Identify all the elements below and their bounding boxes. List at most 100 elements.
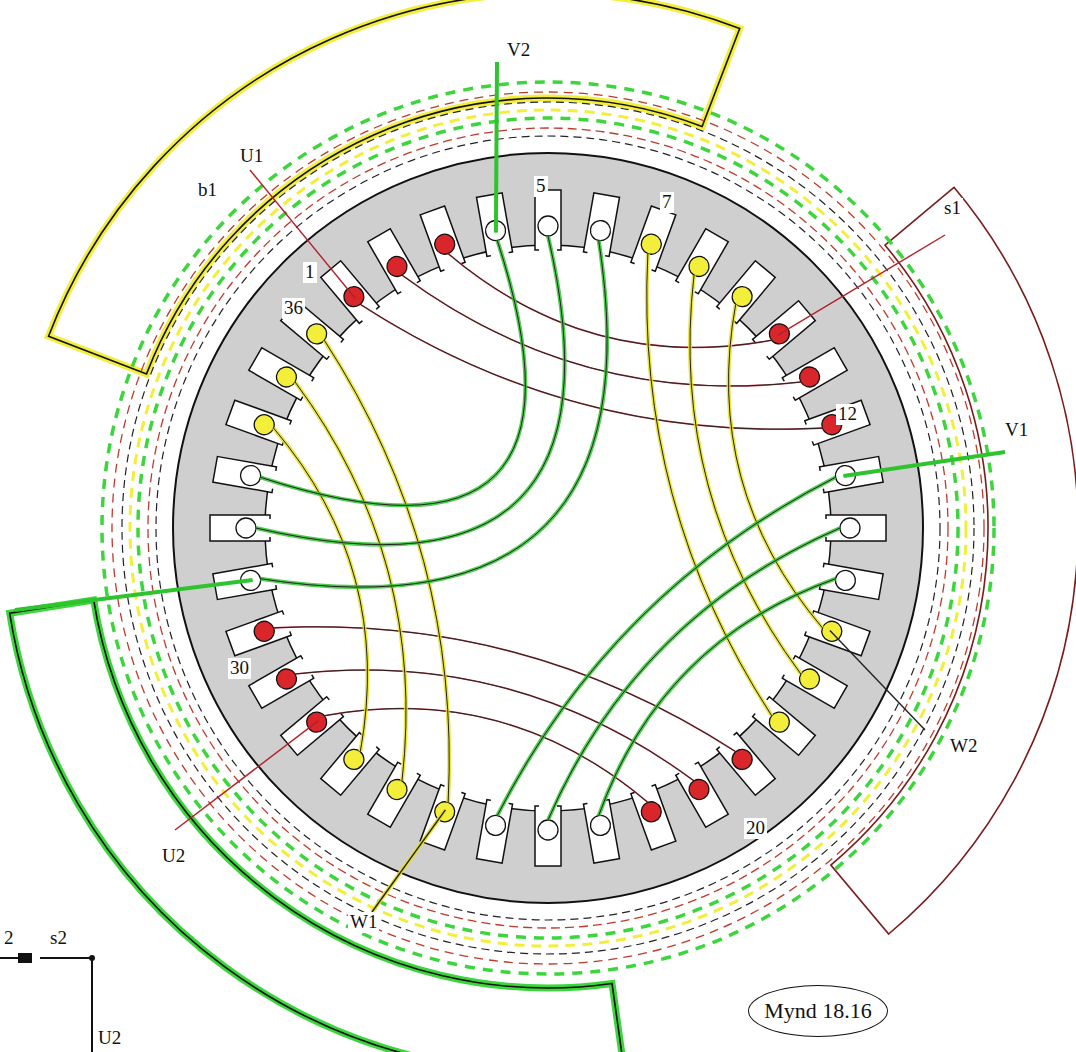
conductor [236, 518, 256, 538]
stator-slot [213, 457, 279, 493]
coil-side [295, 382, 406, 781]
terminal-lead [175, 721, 318, 830]
conductor [273, 665, 300, 692]
terminal-lead-highlight [496, 62, 497, 233]
slot-outline [717, 261, 775, 324]
conductor [538, 820, 558, 840]
schematic-wire [0, 958, 92, 1052]
stator-slot [781, 348, 848, 402]
end-winding-dashed [138, 118, 958, 938]
slot-outline [420, 785, 465, 850]
end-winding-dashed [130, 110, 966, 946]
terminal-lead-highlight [372, 810, 445, 912]
conductor [589, 814, 612, 837]
coil-wire [295, 670, 694, 781]
slot-opening [442, 256, 462, 272]
terminal-label: 1 [303, 262, 317, 283]
stator-slot [368, 761, 422, 828]
slot-opening [678, 276, 699, 294]
stator-slot [226, 610, 293, 656]
stator-slot [751, 695, 815, 755]
conductor [728, 283, 756, 311]
coil-side [599, 579, 836, 816]
conductor [239, 464, 262, 487]
slot-opening [276, 614, 292, 634]
stator-slot [249, 655, 316, 709]
terminal-lead-highlight [843, 452, 1005, 476]
slot-outline [676, 762, 729, 827]
conductor [796, 363, 823, 390]
stator-slot [803, 400, 870, 446]
stator-slot [535, 804, 561, 866]
slot-outline [368, 229, 421, 294]
terminal-label: W2 [948, 736, 979, 757]
conductor [251, 412, 277, 438]
stator-slot [675, 229, 729, 296]
stator-slot [824, 515, 886, 541]
conductor [251, 618, 277, 644]
coil-wire [360, 304, 822, 429]
schematic-dot [89, 955, 95, 961]
coil-side [256, 236, 565, 545]
slot-opening [634, 784, 654, 800]
terminal-label: 5 [534, 176, 548, 197]
coil-wire [548, 528, 840, 820]
coil-side [360, 304, 822, 429]
conductor [538, 216, 558, 236]
coil-wire [295, 382, 406, 781]
terminal-label: 7 [660, 192, 674, 213]
slot-opening [783, 377, 801, 398]
coil-wire [260, 240, 525, 505]
slot-outline [782, 348, 847, 401]
terminal-label: V2 [505, 40, 532, 61]
slot-opening [634, 256, 654, 272]
coil-side [548, 528, 840, 820]
coil-wire [448, 254, 772, 348]
coil-wire [402, 275, 801, 386]
terminal-label: 20 [744, 818, 767, 839]
stator-slot [675, 761, 729, 828]
slot-outline [535, 806, 561, 866]
slot-outline [717, 733, 775, 796]
slot-outline [826, 515, 886, 541]
terminal-label: U1 [238, 146, 265, 167]
slot-opening [265, 567, 278, 586]
terminal-label: W1 [348, 912, 379, 933]
stator-slot [477, 798, 513, 864]
conductor [432, 231, 458, 257]
figure-number: Mynd 18.16 [764, 998, 872, 1024]
coil-side [448, 254, 772, 348]
coil-wire [260, 240, 607, 587]
terminal-lead [372, 810, 445, 912]
terminal-label: U2 [160, 846, 187, 867]
conductor [685, 253, 712, 280]
slot-opening [442, 784, 462, 800]
end-winding-dashed [156, 136, 940, 920]
stator-slot [715, 731, 775, 795]
coil-side [690, 275, 801, 674]
terminal-label: V1 [1003, 420, 1030, 441]
slot-outline [321, 733, 379, 796]
stator-slot [630, 206, 676, 273]
slot-opening [587, 245, 606, 258]
conductor [638, 799, 664, 825]
terminal-lead [250, 170, 355, 298]
stator-slot [321, 731, 381, 795]
conductor [589, 219, 612, 242]
terminal-label: s1 [942, 198, 963, 219]
coil-side [402, 275, 801, 386]
conductor [834, 569, 857, 592]
stator-slot [368, 229, 422, 296]
coil-wire [599, 579, 836, 816]
end-winding-dashed [102, 82, 994, 974]
stator-slot [715, 261, 775, 325]
slot-outline [226, 611, 291, 656]
conductor [819, 618, 845, 644]
conductor [840, 518, 860, 538]
terminal-label: U2 [96, 1028, 123, 1049]
terminal-lead [15, 580, 253, 610]
slot-outline [368, 762, 421, 827]
conductor [383, 253, 410, 280]
slot-opening [804, 422, 820, 442]
